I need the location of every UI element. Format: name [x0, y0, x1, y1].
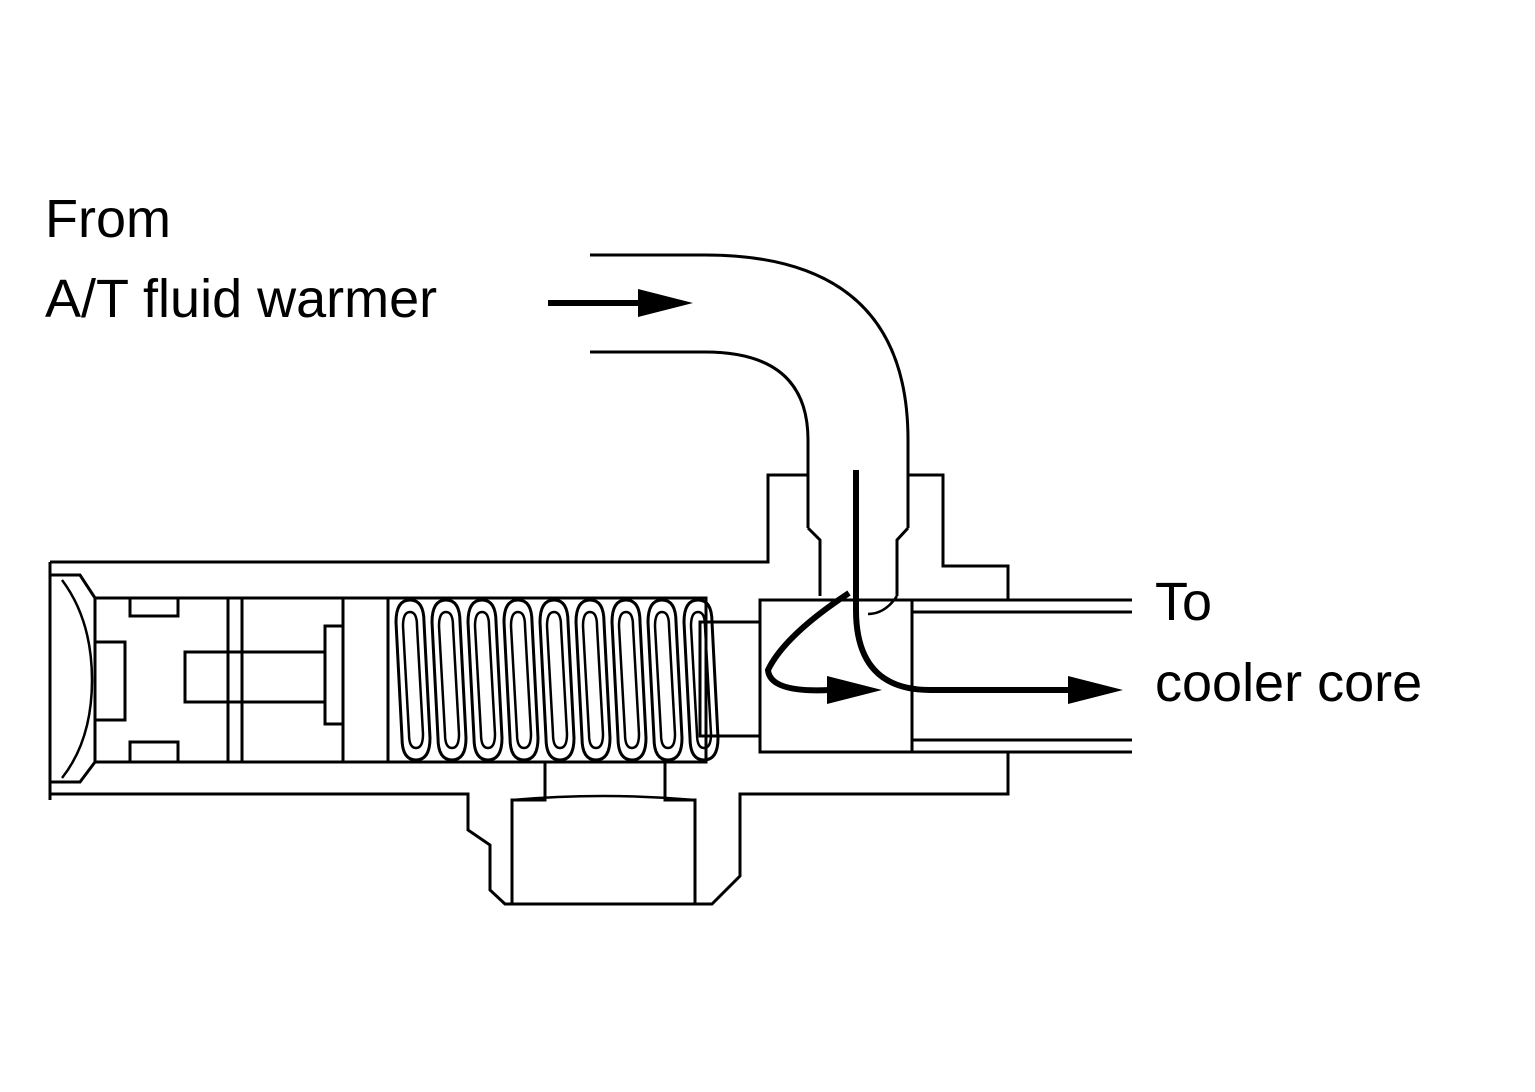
mount-boss — [510, 762, 697, 904]
spring-coil-inner — [473, 610, 497, 750]
spring-coil-inner — [581, 610, 605, 750]
spring-coil-inner — [689, 610, 713, 750]
outlet-chamber — [758, 595, 1008, 754]
spring-coil — [466, 598, 504, 762]
spring-coil-inner — [617, 610, 641, 750]
spring-coil — [394, 598, 432, 762]
spring-coil-inner — [509, 610, 533, 750]
spring — [394, 598, 720, 762]
inlet-label-line2: A/T fluid warmer — [45, 269, 438, 329]
inlet-label-line1: From — [45, 189, 171, 249]
spring-coil — [646, 598, 684, 762]
outlet-label-line1: To — [1155, 572, 1213, 632]
spring-coil-inner — [545, 610, 569, 750]
valve-spool — [93, 596, 762, 764]
spring-coil-inner — [653, 610, 677, 750]
inlet-flow-arrow — [548, 289, 693, 317]
main-flow-arrow — [853, 470, 1123, 704]
spring-coil-inner — [437, 610, 461, 750]
spring-coil-inner — [401, 610, 425, 750]
spring-coil — [610, 598, 648, 762]
spring-coil — [538, 598, 576, 762]
spring-coil — [682, 598, 720, 762]
inlet-pipe — [590, 253, 910, 596]
spring-coil — [574, 598, 612, 762]
outlet-pipe — [912, 598, 1132, 754]
outlet-label-line2: cooler core — [1155, 653, 1423, 713]
spring-coil — [502, 598, 540, 762]
bypass-flow-arrow — [765, 590, 882, 704]
spring-coil — [430, 598, 468, 762]
